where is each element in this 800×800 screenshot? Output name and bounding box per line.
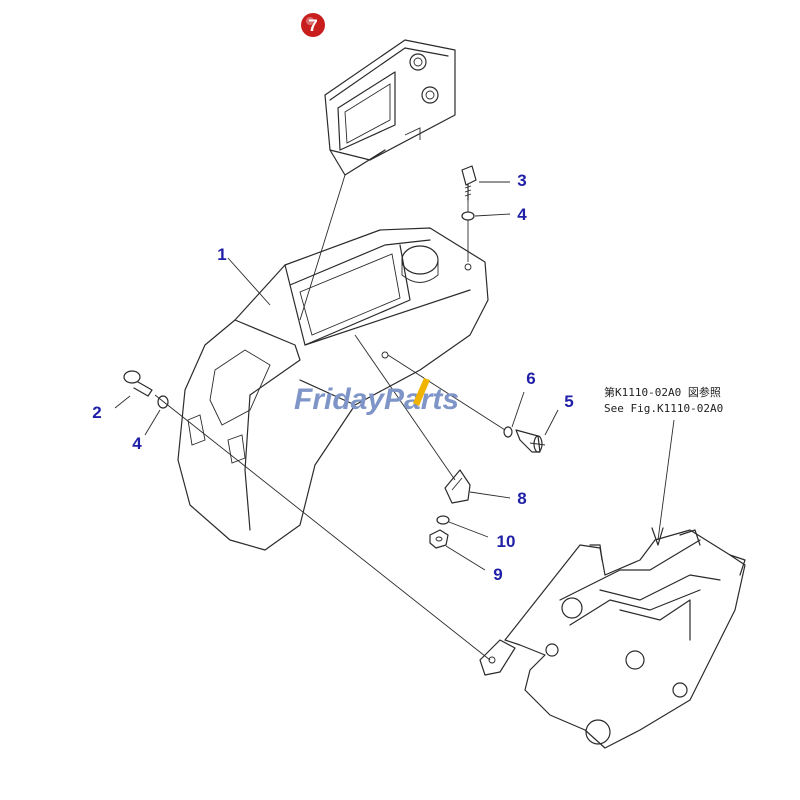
monitor-part bbox=[324, 39, 456, 176]
washer-4-top bbox=[461, 211, 475, 221]
watermark-accent bbox=[413, 378, 430, 406]
console-cover-part bbox=[177, 227, 489, 551]
washer-4-left bbox=[157, 395, 169, 409]
nut-9 bbox=[429, 529, 449, 549]
callout-10[interactable]: 10 bbox=[497, 532, 516, 551]
callout-1[interactable]: 1 bbox=[217, 245, 226, 264]
bracket-frame bbox=[479, 529, 746, 749]
callout-3[interactable]: 3 bbox=[517, 171, 526, 190]
callout-4-left[interactable]: 4 bbox=[132, 434, 142, 453]
callout-7-badge[interactable]: 7 bbox=[301, 13, 325, 37]
reference-note-jp: 第K1110-02A0 図参照 bbox=[604, 385, 721, 399]
bolt-3 bbox=[461, 165, 477, 201]
clip-8 bbox=[444, 469, 471, 504]
washer-6 bbox=[503, 426, 513, 438]
bolt-2 bbox=[123, 370, 153, 397]
reference-note-en: See Fig.K1110-02A0 bbox=[604, 402, 723, 415]
washer-10 bbox=[436, 515, 450, 525]
bolt-5 bbox=[515, 429, 543, 453]
leader-lines bbox=[114, 174, 675, 661]
brand-watermark: FridayParts bbox=[294, 378, 459, 416]
callout-7: 7 bbox=[308, 16, 317, 35]
callout-5[interactable]: 5 bbox=[564, 392, 573, 411]
callout-2[interactable]: 2 bbox=[92, 403, 101, 422]
callout-8[interactable]: 8 bbox=[517, 489, 526, 508]
callout-4-top[interactable]: 4 bbox=[517, 205, 527, 224]
watermark-text: FridayParts bbox=[294, 383, 459, 416]
callout-9[interactable]: 9 bbox=[493, 565, 502, 584]
callout-6[interactable]: 6 bbox=[526, 369, 535, 388]
